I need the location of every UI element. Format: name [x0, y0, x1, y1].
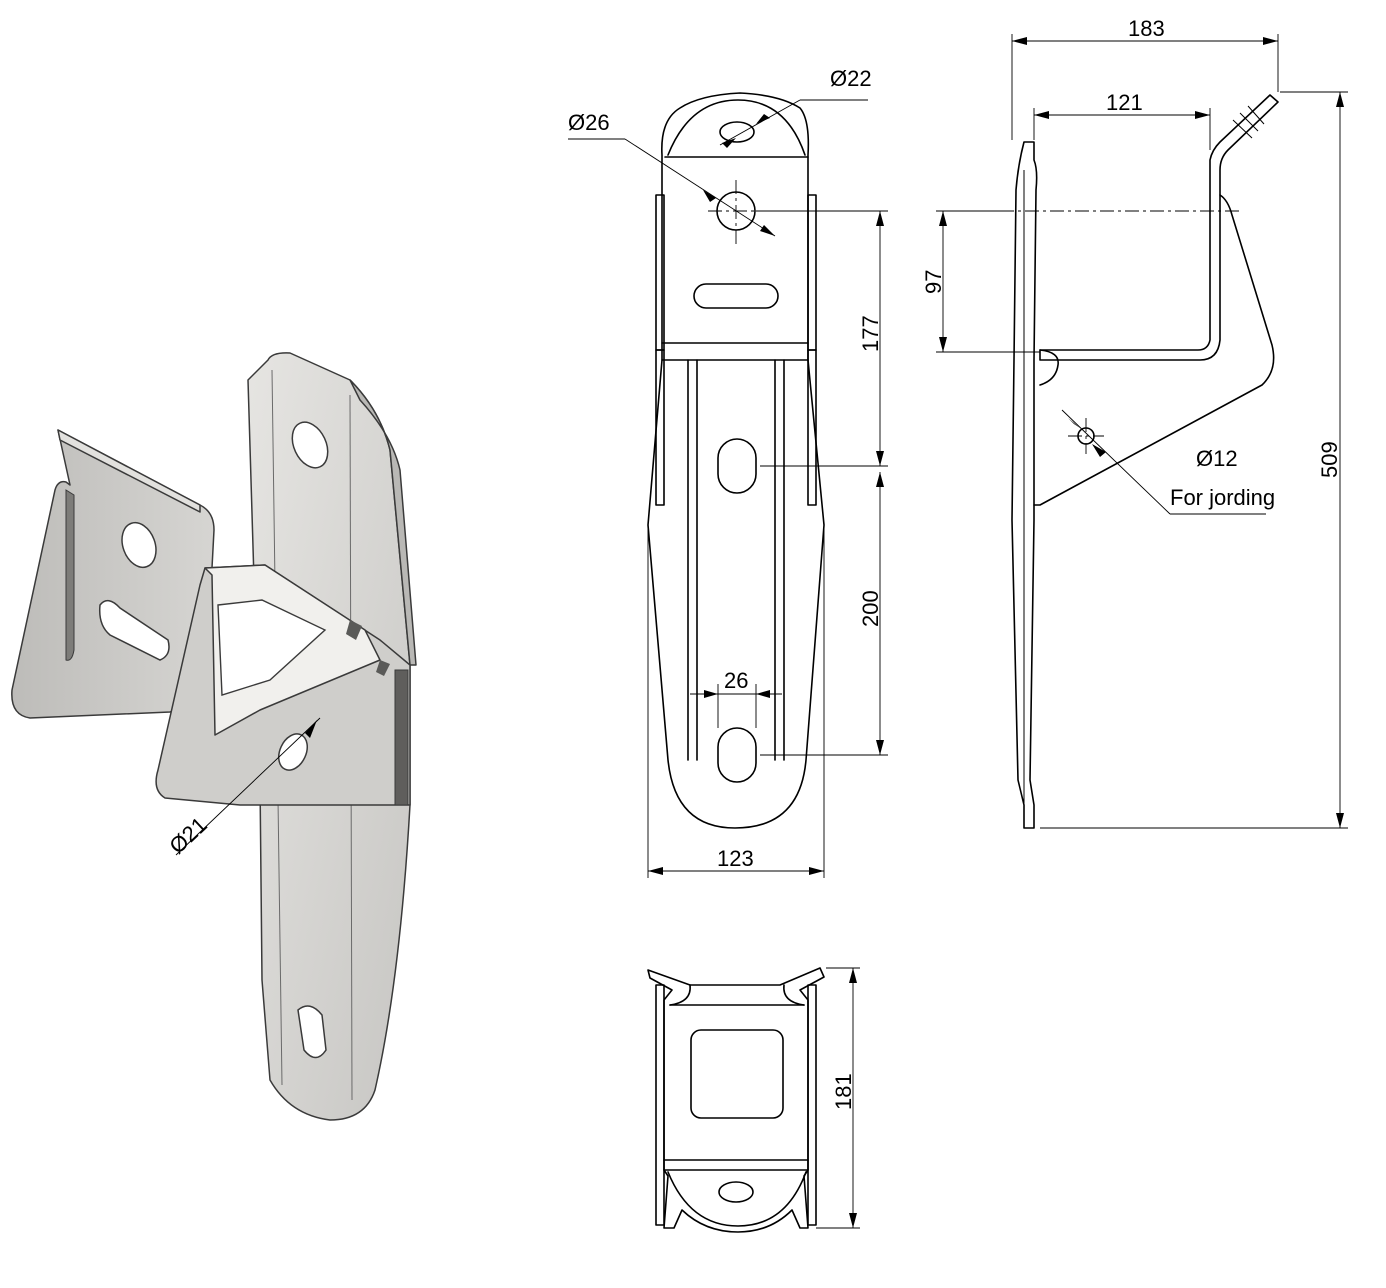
iso-bracket-hole [277, 733, 309, 771]
front-dim-123-label: 123 [717, 846, 754, 871]
side-ground-hole-label: Ø12 [1196, 446, 1238, 471]
front-dim-26-arrow-left [704, 690, 718, 698]
iso-main-plate-side [349, 379, 417, 666]
front-upper-hole-label: Ø26 [568, 110, 610, 135]
top-square-cutout [690, 1029, 784, 1119]
front-top-hole [719, 121, 755, 143]
iso-left-flange-slot [98, 599, 170, 661]
side-arm-lip-hatch3 [1247, 105, 1265, 125]
iso-top-hole [291, 421, 329, 469]
side-back-plate [1011, 141, 1038, 829]
side-arm-lip-hatch2 [1239, 112, 1259, 132]
front-right-flange-lower [807, 349, 817, 506]
front-lower-slot [717, 727, 757, 783]
front-dim-123-arrow-right [809, 867, 824, 875]
top-dim-181-arrow-top [849, 968, 857, 983]
front-right-flange-upper [807, 194, 817, 351]
side-dim-121-arrow-left [1034, 111, 1049, 119]
iso-hole-dim-arrow [305, 720, 317, 738]
side-arm [1039, 94, 1279, 361]
side-dim-97-arrow-top [939, 211, 947, 226]
iso-left-flange-lip [57, 429, 201, 513]
iso-front-bracket-edge [394, 669, 409, 806]
front-upper-slot [693, 283, 779, 309]
top-right-flange [807, 984, 817, 1226]
side-dim-183-arrow-left [1012, 37, 1027, 45]
top-outline [647, 967, 825, 1233]
front-outline [647, 92, 825, 829]
top-dim-181-label: 181 [831, 1073, 856, 1110]
front-dim-200-label: 200 [858, 590, 883, 627]
front-upper-hole-leader [624, 138, 776, 237]
front-upper-hole-arrow [760, 225, 775, 236]
side-arm-lip-hatch [1232, 119, 1253, 139]
side-dim-509-arrow-bottom [1336, 813, 1344, 828]
front-dim-177-arrow-top [876, 211, 884, 226]
side-ground-hole-arrow2 [1092, 444, 1106, 457]
side-dim-121-label: 121 [1106, 90, 1143, 115]
iso-front-bracket-notch [346, 620, 362, 640]
side-dim-509-arrow-top [1336, 92, 1344, 107]
iso-bottom-slot [297, 1005, 327, 1059]
front-upper-hole-arrow2 [703, 190, 716, 202]
front-top-hole-arrow2 [756, 114, 770, 124]
front-dim-26-label: 26 [724, 668, 748, 693]
front-dim-123-arrow-left [648, 867, 663, 875]
side-dim-509-label: 509 [1317, 441, 1342, 478]
front-top-hole-arrow [722, 138, 736, 148]
iso-left-flange-hole [121, 521, 157, 569]
side-ground-hole-leader [1061, 409, 1171, 515]
side-gusset [1033, 194, 1275, 506]
front-top-arch-inner [667, 99, 806, 156]
top-arch [667, 1171, 807, 1227]
iso-front-bracket-notch2 [376, 660, 390, 676]
side-dim-97-label: 97 [921, 270, 946, 294]
top-hole [718, 1181, 754, 1203]
iso-front-bracket-cutout [217, 599, 327, 696]
front-dim-177-arrow-bottom [876, 451, 884, 466]
side-dim-183-arrow-right [1263, 37, 1278, 45]
iso-left-flange-inner [65, 489, 75, 661]
side-arm-weld [1039, 349, 1059, 386]
top-dim-181-arrow-bottom [849, 1213, 857, 1228]
front-dim-200-arrow-top [876, 472, 884, 487]
front-middle-slot [717, 438, 757, 494]
side-dim-183-label: 183 [1128, 16, 1165, 41]
side-dim-121-arrow-right [1195, 111, 1210, 119]
front-view: Ø22 Ø26 177 200 26 123 [568, 66, 888, 878]
front-dim-177-label: 177 [858, 315, 883, 352]
side-ground-hole-arrow [1068, 418, 1080, 428]
top-left-flange [655, 984, 665, 1226]
front-top-hole-label: Ø22 [830, 66, 872, 91]
isometric-view: Ø21 [11, 352, 417, 1121]
iso-hole-dim-line [175, 717, 321, 856]
top-view: 181 [647, 967, 860, 1233]
front-top-hole-leader [719, 99, 801, 146]
iso-hole-dim-label: Ø21 [164, 812, 211, 859]
front-dim-200-arrow-bottom [876, 740, 884, 755]
side-view: Ø12 For jording 183 121 97 509 [921, 16, 1348, 829]
side-dim-97-arrow-bottom [939, 337, 947, 352]
top-corner-left [669, 984, 691, 1006]
front-dim-26-arrow-right [756, 690, 770, 698]
front-left-flange-lower [655, 349, 665, 506]
side-ground-hole-note: For jording [1170, 485, 1275, 510]
top-corner-right [783, 984, 805, 1006]
